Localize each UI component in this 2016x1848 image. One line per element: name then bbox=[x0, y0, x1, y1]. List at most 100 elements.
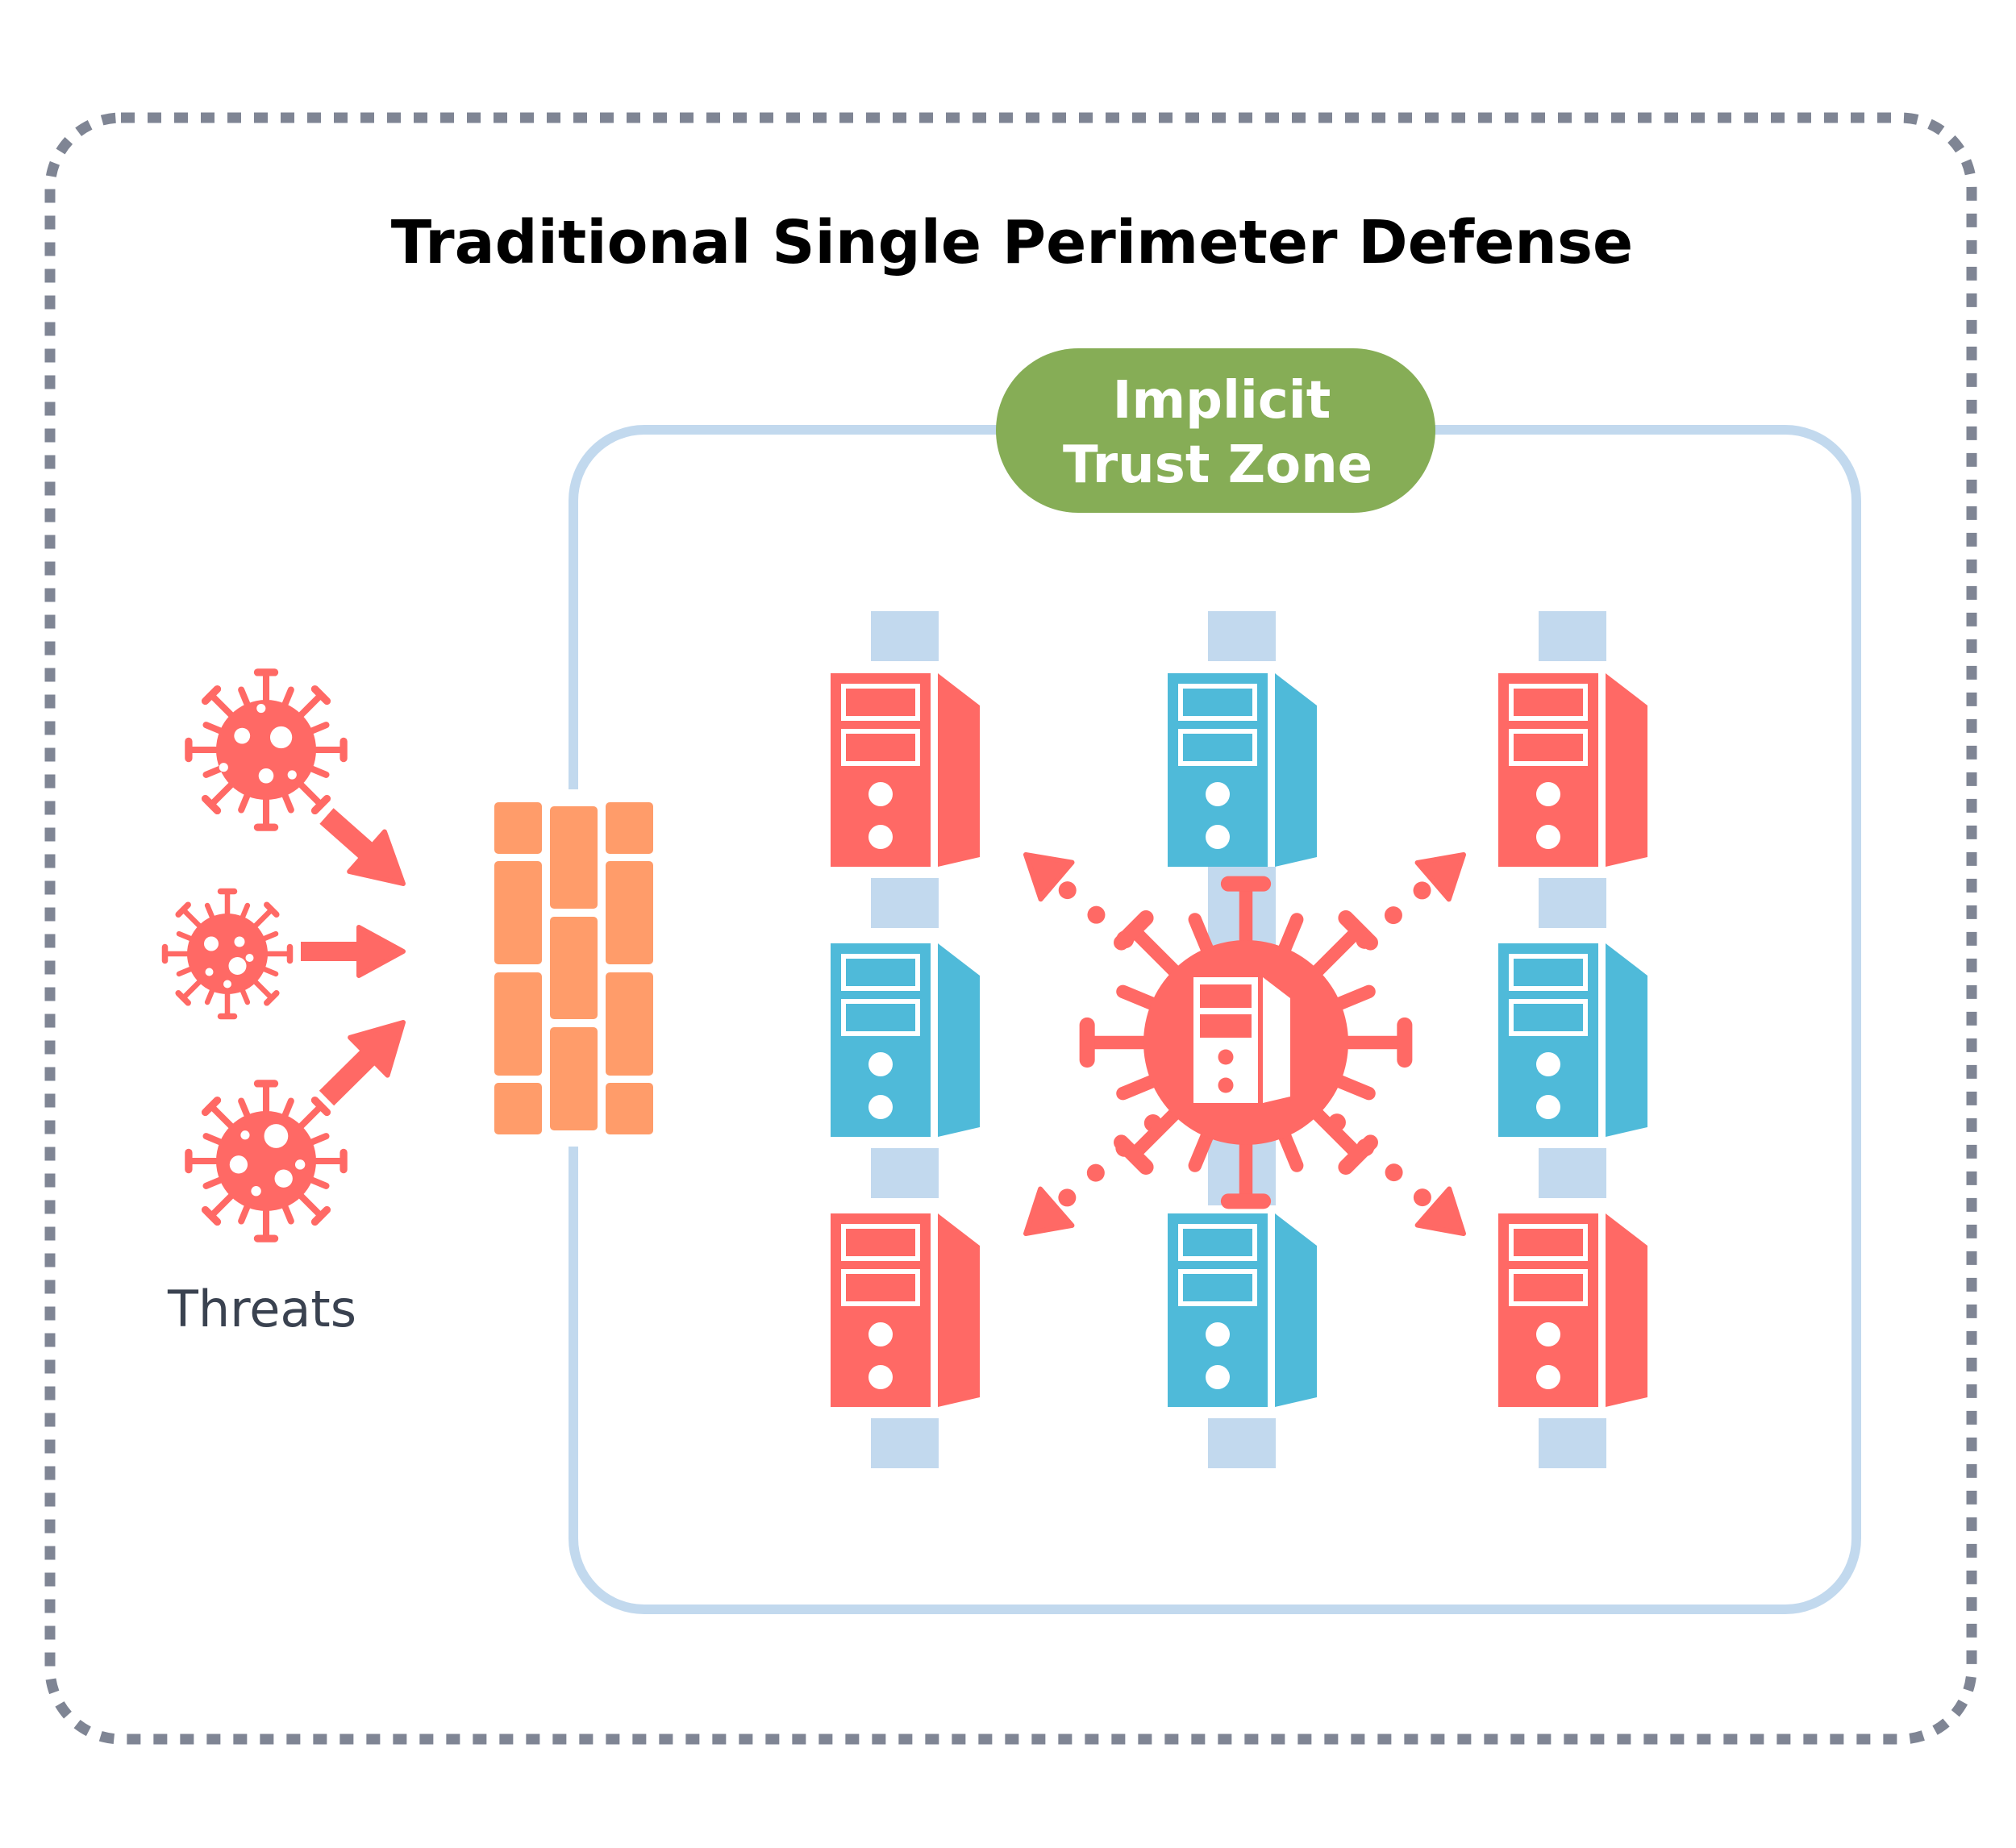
server-icon-compromised bbox=[831, 673, 980, 867]
spread-dot bbox=[1413, 881, 1431, 900]
server-side-panel bbox=[1263, 977, 1290, 1103]
server-side-panel bbox=[1606, 943, 1647, 1137]
firewall-brick bbox=[494, 861, 542, 964]
virus-spike-cap bbox=[1114, 910, 1154, 951]
virus-hole bbox=[274, 1169, 293, 1188]
arrow-head bbox=[356, 925, 406, 978]
drive-bay bbox=[1178, 729, 1257, 766]
virus-hole bbox=[219, 763, 228, 772]
drive-bay bbox=[1178, 1224, 1257, 1261]
server-side-panel bbox=[1606, 1213, 1647, 1407]
drive-bay bbox=[1509, 999, 1588, 1036]
virus-spike-cap bbox=[310, 794, 331, 815]
virus-spike bbox=[208, 1103, 238, 1133]
server-led bbox=[1536, 1052, 1560, 1076]
drive-bay bbox=[1509, 684, 1588, 721]
connector-segment bbox=[1208, 611, 1276, 661]
threat-viruses bbox=[161, 668, 348, 1242]
drive-bay bbox=[1178, 684, 1257, 721]
spread-dot bbox=[1413, 1188, 1431, 1207]
firewall-brick bbox=[606, 972, 653, 1076]
firewall-brick bbox=[550, 1027, 598, 1130]
trust-zone-boundary bbox=[569, 425, 1861, 1614]
drive-bay bbox=[841, 729, 920, 766]
server-led bbox=[1536, 1322, 1560, 1346]
virus-icon bbox=[185, 668, 348, 831]
virus-spike bbox=[208, 1189, 238, 1219]
virus-spike-cap bbox=[310, 1096, 331, 1117]
server-icon-safe bbox=[1498, 943, 1647, 1137]
firewall-brick bbox=[606, 861, 653, 964]
drive-bay bbox=[841, 954, 920, 991]
virus-spike-cap bbox=[201, 1096, 222, 1117]
spread-arrow-down-left bbox=[1023, 1113, 1162, 1236]
drive-bay bbox=[1509, 1269, 1588, 1306]
drive-bay bbox=[1509, 729, 1588, 766]
virus-spike-cap bbox=[201, 794, 222, 815]
drive-bay bbox=[841, 1224, 920, 1261]
drive-bay bbox=[1200, 1014, 1252, 1038]
spread-arrow-head bbox=[1414, 852, 1466, 902]
server-led bbox=[1206, 1322, 1230, 1346]
server-led bbox=[868, 1322, 893, 1346]
virus-spike-cap bbox=[310, 685, 331, 705]
diagram-title: Traditional Single Perimeter Defense bbox=[391, 208, 1633, 277]
spread-dot bbox=[1385, 1163, 1403, 1182]
virus-hole bbox=[240, 1130, 250, 1140]
virus-spike-cap bbox=[175, 901, 191, 918]
virus-body bbox=[216, 700, 316, 800]
server-grid bbox=[831, 673, 1647, 1407]
virus-spike bbox=[294, 778, 324, 808]
connector-segment bbox=[1208, 1418, 1276, 1468]
server-led bbox=[868, 1095, 893, 1119]
spread-arrow-head bbox=[1414, 1186, 1466, 1236]
virus-spike-cap bbox=[264, 901, 280, 918]
virus-spike-cap bbox=[264, 990, 280, 1006]
firewall-brick bbox=[606, 1083, 653, 1134]
server-side-panel bbox=[1275, 1213, 1317, 1407]
virus-spike bbox=[1304, 923, 1365, 984]
virus-spike-cap bbox=[1338, 1134, 1378, 1175]
virus-spike bbox=[1127, 923, 1188, 984]
trust-zone-badge-background bbox=[996, 348, 1435, 513]
threat-arrow-down-right bbox=[319, 808, 406, 886]
threat-arrow-up-right bbox=[319, 1020, 406, 1106]
virus-spike-cap bbox=[1114, 1134, 1154, 1175]
virus-hole bbox=[294, 1159, 306, 1170]
spread-arrow-head bbox=[1023, 852, 1075, 902]
virus-spike bbox=[250, 906, 275, 931]
arrow-shaft bbox=[319, 808, 377, 862]
spread-dot bbox=[1384, 906, 1402, 925]
server-led bbox=[1536, 782, 1560, 806]
virus-spike bbox=[180, 976, 205, 1001]
server-icon-compromised bbox=[1498, 673, 1647, 867]
connector-segment bbox=[871, 1418, 939, 1468]
virus-spike-cap bbox=[1338, 910, 1378, 951]
server-led bbox=[868, 825, 893, 849]
trust-zone-label-line2: Trust Zone bbox=[1063, 435, 1372, 495]
server-led bbox=[868, 1052, 893, 1076]
server-side-panel bbox=[1606, 673, 1647, 867]
server-led bbox=[1206, 825, 1230, 849]
drive-bay bbox=[1509, 1224, 1588, 1261]
spread-arrow-up-right bbox=[1356, 852, 1466, 949]
connector-segment bbox=[871, 611, 939, 661]
virus-hole bbox=[204, 936, 219, 951]
server-icon-safe bbox=[1168, 1213, 1317, 1407]
virus-hole bbox=[234, 936, 245, 947]
virus-hole bbox=[258, 768, 274, 784]
virus-spike-cap bbox=[175, 990, 191, 1006]
firewall-brick bbox=[606, 802, 653, 854]
spread-arrow-up-left bbox=[1023, 852, 1135, 949]
virus-hole bbox=[229, 1155, 248, 1174]
connector-segment bbox=[1539, 1148, 1606, 1198]
virus-spike bbox=[1127, 1101, 1188, 1162]
virus-spike bbox=[294, 692, 324, 722]
virus-hole bbox=[234, 727, 251, 744]
virus-hole bbox=[223, 980, 231, 989]
virus-hole bbox=[264, 1124, 289, 1148]
infected-server-virus-icon bbox=[1079, 876, 1413, 1209]
drive-bay bbox=[841, 684, 920, 721]
virus-icon bbox=[161, 888, 294, 1020]
